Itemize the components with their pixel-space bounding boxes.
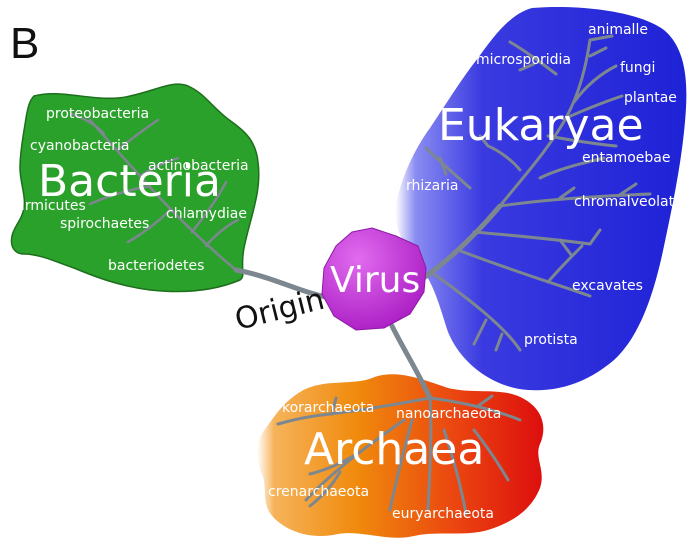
eukaryae-group-label: entamoebae <box>582 150 670 166</box>
bacteria-group-label: spirochaetes <box>60 216 149 232</box>
eukaryae-group-label: excavates <box>572 278 643 294</box>
eukaryae-region <box>395 6 687 391</box>
archaea-title: Archaea <box>304 424 484 475</box>
tree-connectors <box>233 203 503 401</box>
bacteria-title: Bacteria <box>38 156 221 207</box>
eukaryae-branches <box>424 34 652 352</box>
bacteria-group-label: chlamydiae <box>166 206 247 222</box>
eukaryae-group-label: fungi <box>620 60 655 76</box>
eukaryae-group-label: chromalveolates <box>574 194 690 210</box>
eukaryae-group-label: rhizaria <box>406 178 458 194</box>
archaea-group-label: crenarchaeota <box>268 484 369 500</box>
bacteria-group-label: bacteriodetes <box>108 258 204 274</box>
eukaryae-group-label: plantae <box>624 90 677 106</box>
bacteria-branches <box>70 112 240 272</box>
eukaryae-group-label: microsporidia <box>476 52 571 68</box>
archaea-group-label: korarchaeota <box>282 400 374 416</box>
eukaryae-group-label: protista <box>524 332 578 348</box>
bacteria-group-label: cyanobacteria <box>30 138 130 154</box>
origin-label: Origin <box>231 282 327 338</box>
archaea-group-label: euryarchaeota <box>392 506 494 522</box>
archaea-branches <box>276 394 522 516</box>
bacteria-group-label: firmicutes <box>16 198 86 214</box>
bacteria-group-label: proteobacteria <box>46 106 149 122</box>
archaea-group-label: nanoarchaeota <box>396 406 501 422</box>
eukaryae-group-label: animalle <box>588 22 648 38</box>
bacteria-group-label: actinobacteria <box>148 158 249 174</box>
virus-label: Virus <box>330 260 420 301</box>
virus-node <box>321 227 427 331</box>
panel-label: B <box>10 19 39 68</box>
eukaryae-title: Eukaryae <box>438 100 644 151</box>
